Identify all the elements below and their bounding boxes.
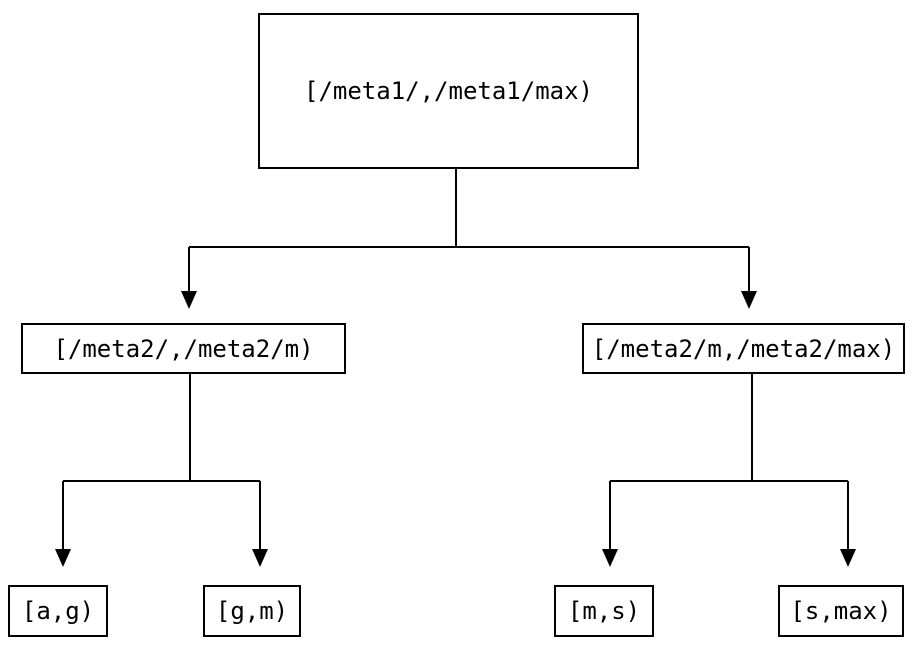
node-label: [a,g) [21, 597, 95, 625]
arrowhead-leaf2 [252, 549, 268, 567]
node-meta2-high-interval: [/meta2/m,/meta2/max) [582, 323, 905, 374]
arrowhead-right-mid [741, 291, 757, 309]
arrowhead-leaf4 [840, 549, 856, 567]
arrowhead-leaf3 [602, 549, 618, 567]
node-leaf-s-max: [s,max) [778, 585, 904, 637]
arrowhead-left-mid [181, 291, 197, 309]
node-meta2-low-interval: [/meta2/,/meta2/m) [21, 323, 346, 374]
node-label: [/meta2/,/meta2/m) [53, 334, 314, 363]
node-leaf-a-g: [a,g) [8, 585, 108, 637]
node-label: [m,s) [567, 597, 641, 625]
arrowhead-leaf1 [55, 549, 71, 567]
node-root-interval: [/meta1/,/meta1/max) [258, 13, 639, 169]
node-label: [g,m) [215, 597, 289, 625]
node-label: [/meta1/,/meta1/max) [304, 77, 593, 105]
node-leaf-m-s: [m,s) [554, 585, 654, 637]
node-label: [s,max) [790, 597, 892, 625]
node-leaf-g-m: [g,m) [203, 585, 301, 637]
node-label: [/meta2/m,/meta2/max) [591, 334, 896, 363]
